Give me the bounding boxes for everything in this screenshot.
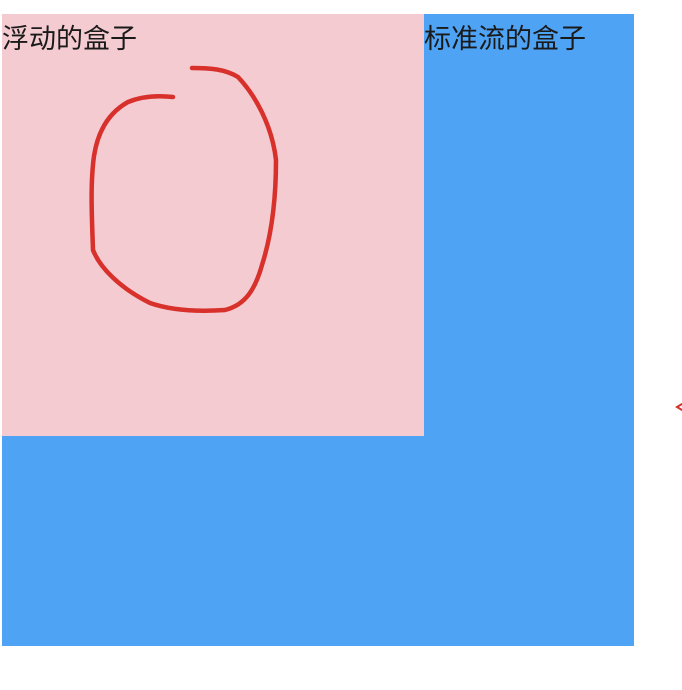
floating-box-label: 浮动的盒子 [2,24,137,55]
floating-box [2,14,424,436]
edge-mark-icon [675,403,682,411]
standard-flow-box-label: 标准流的盒子 [424,24,586,55]
